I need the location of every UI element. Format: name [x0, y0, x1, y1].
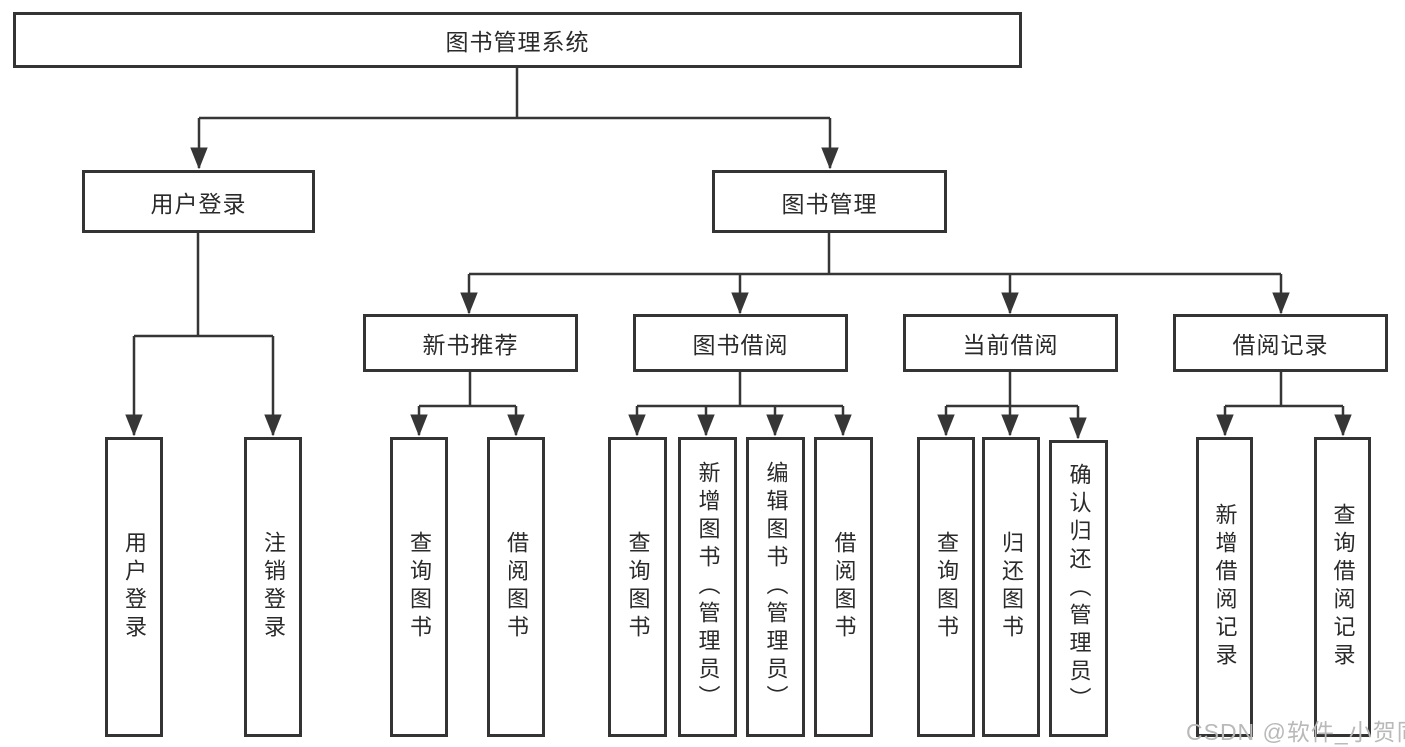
node-user-login-label: 用户登录 [150, 190, 247, 217]
leaf-confirm-return-admin: 确认归还（管理员） [1049, 440, 1108, 737]
connector-current-trunk [946, 372, 1078, 408]
connector-records-trunk [1225, 372, 1343, 408]
connector-userlogin-trunk [134, 233, 273, 338]
node-current-borrowing-label: 当前借阅 [962, 332, 1059, 358]
leaf-query-books-current-label: 查询图书 [934, 531, 959, 643]
leaf-confirm-return-admin-label: 确认归还（管理员） [1066, 462, 1092, 715]
connector-newbook-trunk [419, 372, 516, 408]
leaf-return-books-label: 归还图书 [999, 531, 1024, 643]
node-library-management-system-label: 图书管理系统 [445, 29, 590, 55]
leaf-add-borrow-record-label: 新增借阅记录 [1212, 503, 1238, 671]
node-book-management-label: 图书管理 [781, 190, 878, 217]
leaf-query-books-borrowing-label: 查询图书 [625, 531, 651, 643]
leaf-borrow-books-recommend: 借阅图书 [487, 437, 545, 737]
node-new-book-recommendation-label: 新书推荐 [422, 332, 519, 358]
connector-bookmgmt-trunk [469, 233, 1281, 276]
leaf-borrow-books-label: 借阅图书 [831, 531, 857, 643]
leaf-query-books-recommend-label: 查询图书 [407, 531, 432, 643]
node-book-management: 图书管理 [712, 170, 947, 233]
leaf-user-login-label: 用户登录 [122, 531, 147, 643]
node-user-login: 用户登录 [82, 170, 315, 233]
leaf-add-book-admin: 新增图书（管理员） [678, 437, 737, 737]
node-borrowing-records: 借阅记录 [1173, 314, 1388, 372]
connector-borrowing-trunk [637, 372, 843, 408]
node-library-management-system: 图书管理系统 [13, 12, 1022, 68]
leaf-add-book-admin-label: 新增图书（管理员） [695, 461, 721, 713]
node-book-borrowing: 图书借阅 [633, 314, 848, 372]
leaf-borrow-books-recommend-label: 借阅图书 [504, 531, 529, 643]
leaf-query-books-current: 查询图书 [917, 437, 975, 737]
leaf-user-login: 用户登录 [105, 437, 163, 737]
node-current-borrowing: 当前借阅 [903, 314, 1118, 372]
csdn-watermark: CSDN @软件_小贺同学 [1186, 719, 1405, 745]
leaf-logout-label: 注销登录 [261, 531, 286, 643]
node-new-book-recommendation: 新书推荐 [363, 314, 578, 372]
leaf-query-borrow-record-label: 查询借阅记录 [1330, 503, 1356, 671]
node-book-borrowing-label: 图书借阅 [692, 332, 789, 358]
leaf-borrow-books: 借阅图书 [814, 437, 873, 737]
leaf-edit-book-admin-label: 编辑图书（管理员） [763, 461, 789, 713]
leaf-query-borrow-record: 查询借阅记录 [1314, 437, 1371, 737]
leaf-query-books-recommend: 查询图书 [390, 437, 448, 737]
leaf-logout: 注销登录 [244, 437, 302, 737]
leaf-return-books: 归还图书 [982, 437, 1040, 737]
leaf-query-books-borrowing: 查询图书 [608, 437, 667, 737]
connector-root-trunk [199, 68, 830, 120]
leaf-add-borrow-record: 新增借阅记录 [1196, 437, 1253, 737]
node-borrowing-records-label: 借阅记录 [1232, 332, 1329, 358]
leaf-edit-book-admin: 编辑图书（管理员） [746, 437, 805, 737]
